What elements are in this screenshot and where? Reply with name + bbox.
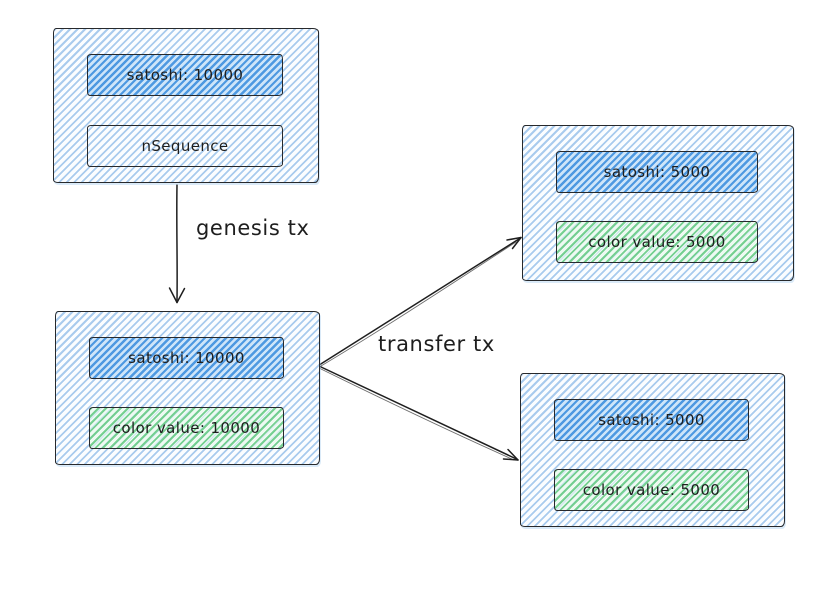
- utxo-box-transfer-output-2: satoshi: 5000 color value: 5000: [520, 373, 785, 527]
- utxo-box-genesis-output: satoshi: 10000 color value: 10000: [55, 311, 320, 465]
- satoshi-field-label: satoshi: 5000: [603, 163, 711, 181]
- color-value-field: color value: 5000: [554, 469, 749, 511]
- satoshi-field: satoshi: 5000: [554, 399, 749, 441]
- color-value-field: color value: 5000: [556, 221, 758, 263]
- genesis-tx-label: genesis tx: [196, 216, 310, 240]
- satoshi-field-label: satoshi: 5000: [598, 411, 705, 429]
- satoshi-field: satoshi: 5000: [556, 151, 758, 193]
- satoshi-field: satoshi: 10000: [87, 54, 283, 96]
- genesis-arrow: [168, 184, 186, 304]
- utxo-box-transfer-output-1: satoshi: 5000 color value: 5000: [522, 125, 794, 281]
- color-value-field-label: color value: 10000: [112, 419, 261, 437]
- utxo-box-genesis-input: satoshi: 10000 nSequence: [53, 28, 319, 183]
- satoshi-field: satoshi: 10000: [89, 337, 284, 379]
- transfer-tx-label: transfer tx: [378, 332, 495, 356]
- nsequence-field-label: nSequence: [141, 137, 229, 155]
- nsequence-field: nSequence: [87, 125, 283, 167]
- color-value-field-label: color value: 5000: [588, 233, 726, 251]
- satoshi-field-label: satoshi: 10000: [128, 349, 245, 367]
- transfer-arrow-bottom: [319, 365, 519, 461]
- color-value-field-label: color value: 5000: [582, 481, 721, 499]
- satoshi-field-label: satoshi: 10000: [126, 66, 244, 84]
- color-value-field: color value: 10000: [89, 407, 284, 449]
